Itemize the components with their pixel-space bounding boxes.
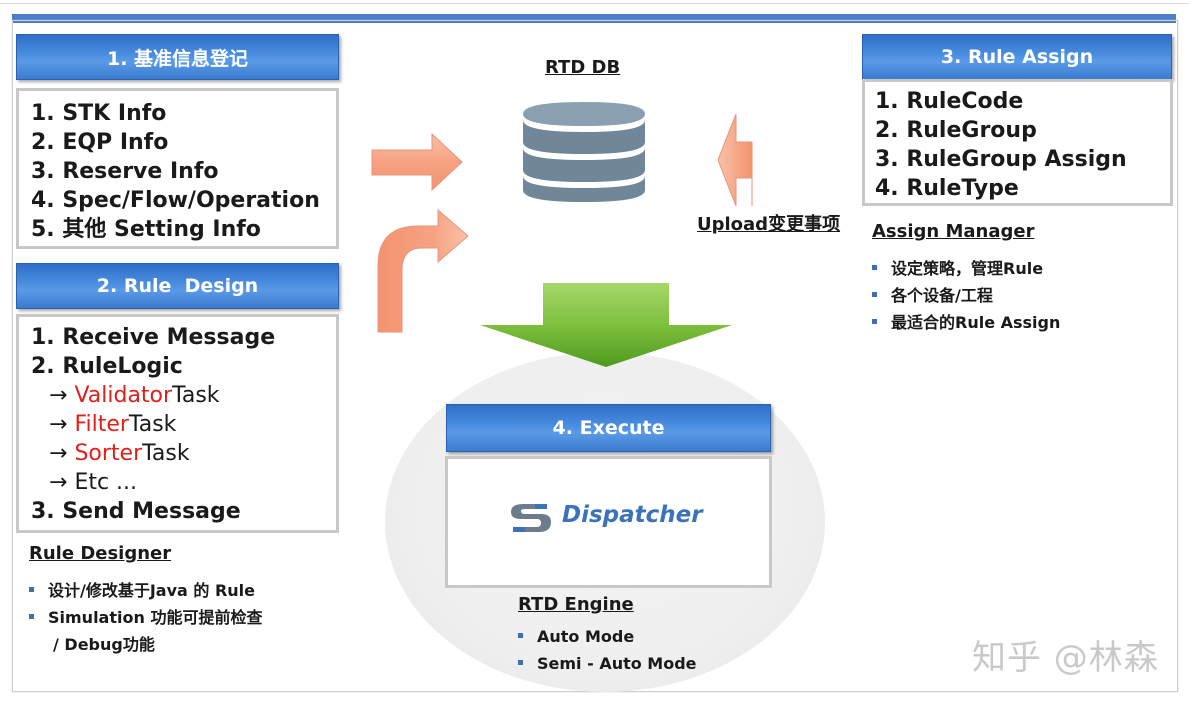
- box1-line-5: 5. 其他 Setting Info: [31, 217, 261, 242]
- rtd-engine-bullet-2-text: Semi - Auto Mode: [537, 654, 697, 673]
- rtd-engine-bullet-1-text: Auto Mode: [537, 627, 635, 646]
- box3-line-1: 1. RuleCode: [875, 89, 1024, 114]
- box2-task-sorter: → SorterTask: [31, 439, 336, 468]
- box4-header: 4. Execute: [446, 404, 771, 452]
- bullet-square-icon: [872, 319, 877, 324]
- assign-manager-bullet-3: 最适合的Rule Assign: [872, 309, 1060, 333]
- bullet-square-icon: [518, 660, 523, 665]
- rule-designer-bullet-1-text: 设计/修改基于Java 的 Rule: [48, 581, 256, 600]
- validator-task-text: Task: [172, 383, 220, 408]
- rule-designer-bullet-2-cont: / Debug功能: [53, 635, 155, 654]
- box2-header: 2. Rule Design: [16, 263, 339, 309]
- rtd-db-title: RTD DB: [545, 57, 621, 78]
- box1-header-text: 1. 基准信息登记: [106, 47, 249, 70]
- arrow-right-icon: →: [49, 441, 68, 466]
- dispatcher-logo-text: Dispatcher: [562, 502, 703, 528]
- rtd-engine-title: RTD Engine: [518, 594, 634, 615]
- box3-content: 1. RuleCode 2. RuleGroup 3. RuleGroup As…: [862, 79, 1173, 206]
- dispatcher-logo-icon: [511, 504, 551, 532]
- box2-task-filter: → FilterTask: [31, 410, 336, 439]
- sorter-red-text: Sorter: [74, 441, 143, 466]
- database-icon: [523, 102, 645, 202]
- assign-manager-bullet-1: 设定策略，管理Rule: [872, 255, 1043, 279]
- box3-header-text: 3. Rule Assign: [940, 46, 1094, 68]
- watermark: 知乎 @林森: [972, 638, 1159, 678]
- upload-label: Upload变更事项: [697, 214, 841, 235]
- etc-text: Etc ...: [74, 470, 138, 495]
- box4-header-text: 4. Execute: [552, 417, 665, 439]
- curved-up-right-arrow-icon: [377, 208, 469, 333]
- rule-designer-bullet-2-text: Simulation 功能可提前检查: [48, 608, 263, 627]
- box3-line-3: 3. RuleGroup Assign: [875, 147, 1127, 172]
- box4-content: [445, 456, 772, 588]
- box1-header: 1. 基准信息登记: [16, 34, 339, 80]
- rtd-engine-bullet-1: Auto Mode: [518, 627, 634, 646]
- assign-manager-title: Assign Manager: [872, 221, 1035, 242]
- box1-line-3: 3. Reserve Info: [31, 159, 219, 184]
- filter-task-text: Task: [128, 412, 177, 437]
- bullet-square-icon: [872, 265, 877, 270]
- right-arrow-icon: [371, 132, 463, 192]
- arrow-right-icon: →: [49, 412, 68, 437]
- assign-manager-bullet-1-text: 设定策略，管理Rule: [891, 259, 1044, 278]
- box2-line-receive: 1. Receive Message: [31, 325, 276, 350]
- arrow-right-icon: →: [49, 383, 68, 408]
- bullet-square-icon: [29, 614, 34, 619]
- assign-manager-bullet-2-text: 各个设备/工程: [891, 286, 993, 305]
- assign-manager-bullet-3-text: 最适合的Rule Assign: [891, 313, 1061, 332]
- box1-line-2: 2. EQP Info: [31, 130, 169, 155]
- top-divider-line: [0, 3, 1189, 4]
- rule-designer-title: Rule Designer: [29, 543, 172, 564]
- box3-header: 3. Rule Assign: [862, 34, 1172, 80]
- bullet-square-icon: [872, 292, 877, 297]
- box1-line-4: 4. Spec/Flow/Operation: [31, 188, 320, 213]
- box2-line-rulelogic: 2. RuleLogic: [31, 354, 183, 379]
- rule-designer-bullet-2: Simulation 功能可提前检查: [29, 604, 262, 628]
- box3-line-2: 2. RuleGroup: [875, 118, 1037, 143]
- box2-content: 1. Receive Message 2. RuleLogic → Valida…: [16, 314, 339, 533]
- box2-etc: → Etc ...: [31, 468, 336, 497]
- left-arrow-icon: [717, 113, 753, 207]
- box1-content: 1. STK Info 2. EQP Info 3. Reserve Info …: [16, 88, 339, 249]
- box2-header-text: 2. Rule Design: [96, 275, 259, 297]
- bullet-square-icon: [29, 587, 34, 592]
- arrow-right-icon: →: [49, 470, 68, 495]
- rtd-engine-bullet-2: Semi - Auto Mode: [518, 654, 697, 673]
- rule-designer-bullet-1: 设计/修改基于Java 的 Rule: [29, 577, 255, 601]
- sorter-task-text: Task: [142, 441, 190, 466]
- validator-red-text: Validator: [74, 383, 173, 408]
- bullet-square-icon: [518, 633, 523, 638]
- box1-line-1: 1. STK Info: [31, 101, 167, 126]
- box2-line-send: 3. Send Message: [31, 499, 241, 524]
- assign-manager-bullet-2: 各个设备/工程: [872, 282, 993, 306]
- box2-task-validator: → ValidatorTask: [31, 381, 336, 410]
- top-accent-bar: [12, 14, 1176, 23]
- filter-red-text: Filter: [74, 412, 129, 437]
- down-arrow-icon: [480, 283, 732, 367]
- box3-line-4: 4. RuleType: [875, 176, 1019, 201]
